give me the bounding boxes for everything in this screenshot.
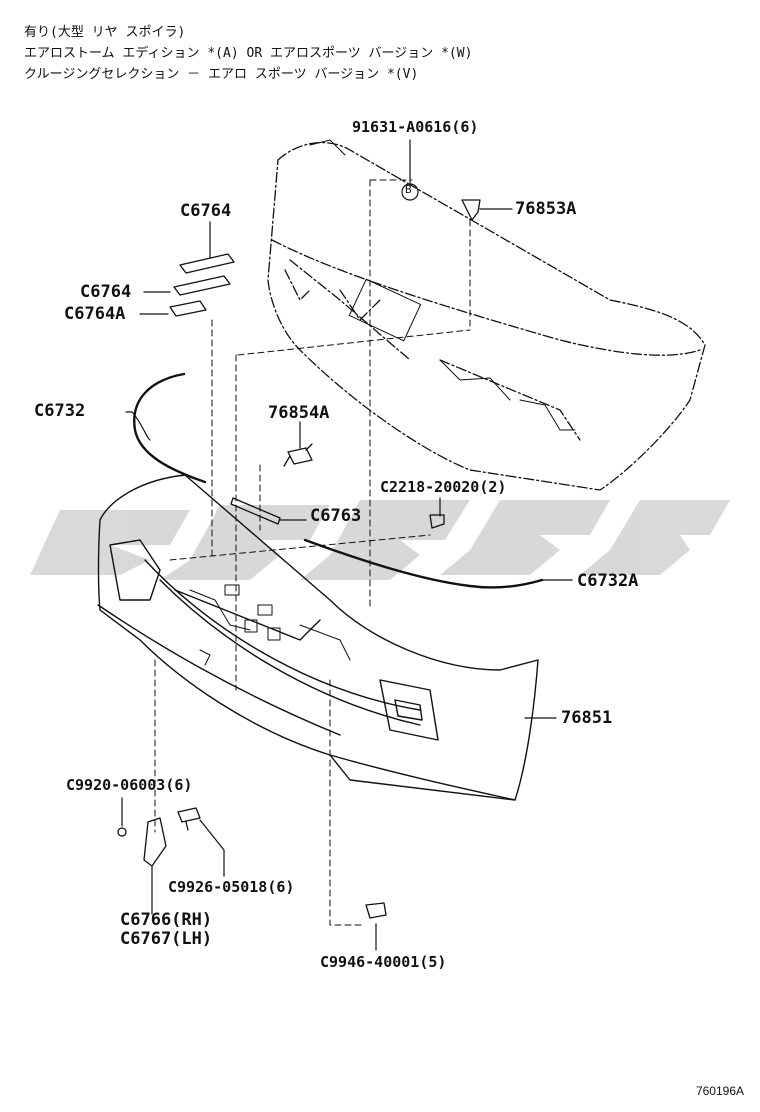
retainer-76854A — [283, 443, 313, 467]
label-c6764-top: C6764 — [180, 201, 232, 221]
fastener-76853A — [461, 199, 481, 221]
upper-bumper-details — [309, 139, 576, 431]
watermark-logo — [30, 500, 730, 580]
nut-c9946 — [365, 902, 387, 919]
header-notes: 有り(大型 リヤ スポイラ) エアロストーム エディション *(A) OR エア… — [24, 22, 472, 85]
upper-bumper-outline — [267, 141, 706, 491]
leader-lines — [121, 139, 573, 951]
label-c2218-20020: C2218-20020(2) — [380, 478, 507, 496]
label-c9926-05018: C9926-05018(6) — [168, 878, 295, 896]
label-c6767-lh: C6767(LH) — [120, 929, 213, 949]
fastener-c9920 — [117, 827, 127, 837]
screw-c9926 — [177, 807, 201, 831]
alignment-dashes — [154, 179, 471, 926]
label-c6766-rh: C6766(RH) — [120, 910, 213, 930]
bracket-c6766 — [143, 817, 167, 867]
label-76853A: 76853A — [515, 199, 577, 219]
label-c9946-40001: C9946-40001(5) — [320, 953, 447, 971]
molding-strip-c6732A — [303, 538, 544, 589]
label-c6732A: C6732A — [577, 571, 639, 591]
label-76854A: 76854A — [268, 403, 330, 423]
label-c6732: C6732 — [34, 401, 86, 421]
strip-c6763 — [230, 497, 281, 525]
bumper-grille-mounts — [189, 584, 351, 666]
header-line-3: クルージングセレクション － エアロ スポーツ バージョン *(V) — [24, 67, 419, 82]
label-c9920-06003: C9920-06003(6) — [66, 776, 193, 794]
label-b-marker: B — [405, 183, 412, 196]
clip-c2218 — [429, 514, 445, 529]
label-91631-A0616: 91631-A0616(6) — [352, 118, 479, 136]
label-c6763: C6763 — [310, 506, 362, 526]
molding-strip-c6732 — [133, 372, 207, 484]
b-marker-circle — [401, 183, 419, 201]
header-line-1: 有り(大型 リヤ スポイラ) — [24, 25, 186, 40]
front-bumper-76851 — [97, 474, 539, 801]
label-c6764-mid: C6764 — [80, 282, 132, 302]
spacer-pads — [169, 253, 235, 317]
figure-code: 760196A — [695, 1084, 744, 1098]
header-line-2: エアロストーム エディション *(A) OR エアロスポーツ バージョン *(W… — [24, 46, 473, 61]
label-76851: 76851 — [561, 708, 613, 728]
label-c6764A: C6764A — [64, 304, 126, 324]
